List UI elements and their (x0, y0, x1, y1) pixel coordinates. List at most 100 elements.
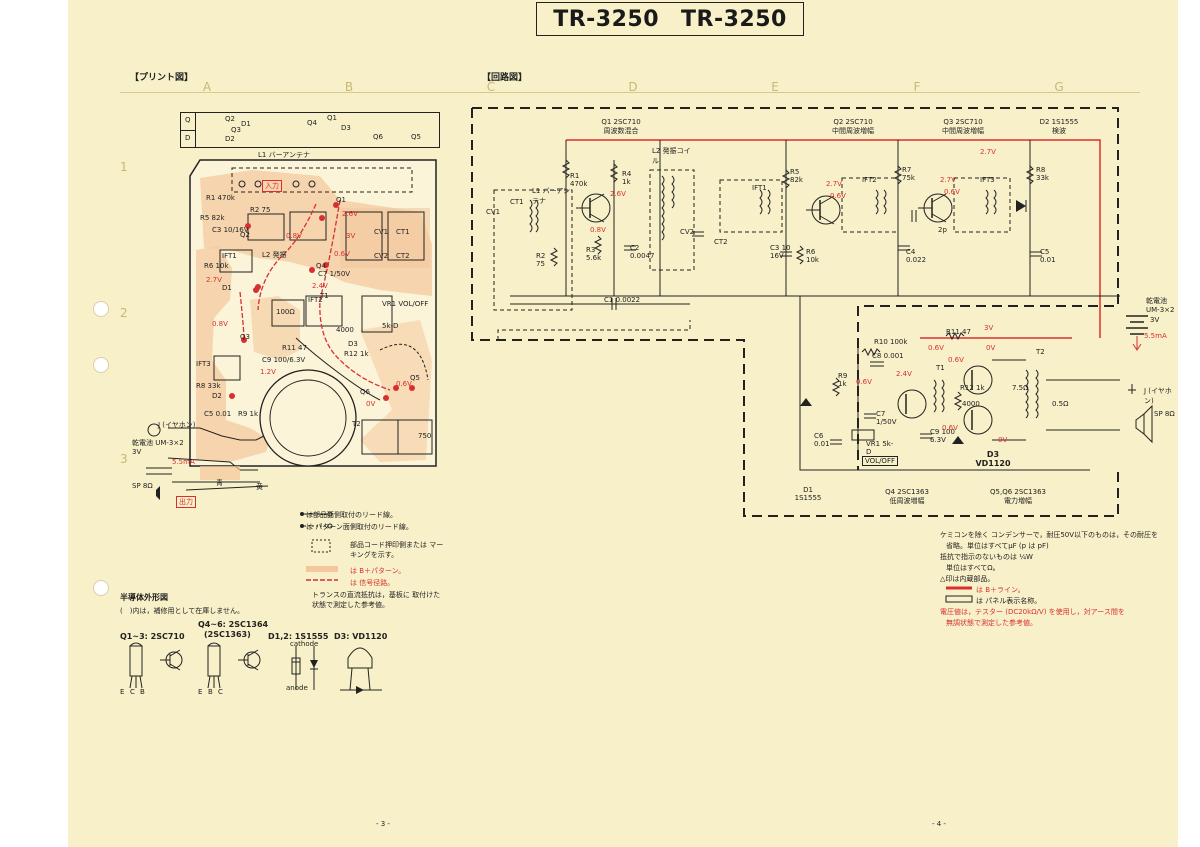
model-title-left: TR-3250 (553, 6, 659, 32)
print-label: IFT1 (222, 252, 237, 260)
sch-d3-name: D3 (986, 450, 1000, 459)
grid-col-g: G (1054, 80, 1064, 94)
print-label: R1 470k (206, 194, 235, 202)
sch-volt: 0.8V (590, 226, 606, 234)
semi-pin: C (130, 688, 135, 696)
print-notes-symbols (300, 511, 338, 581)
print-label: CT2 (396, 252, 410, 260)
sch-comp: CT2 (714, 238, 728, 246)
sch-d3-block: D3 VD1120 (968, 450, 1018, 468)
print-label: R9 1k (238, 410, 259, 418)
sch-volt: 2.4V (896, 370, 912, 378)
sch-comp: R5 82k (790, 168, 803, 184)
print-volt: 0V (366, 400, 376, 408)
print-label: R8 33k (196, 382, 221, 390)
sch-comp: R8 33k (1036, 166, 1049, 182)
sch-q1-part: 2SC710 (613, 118, 641, 126)
print-label: R12 1k (344, 350, 369, 358)
print-label: 750 (418, 432, 432, 440)
grid-col-c: C (486, 80, 496, 94)
sch-d2-part: 1S1555 (1051, 118, 1079, 126)
qd-item: Q6 (373, 133, 383, 141)
grid-col-e: E (771, 80, 779, 94)
qd-item: Q4 (307, 119, 317, 127)
semi-q4-6-alt: (2SC1363) (204, 630, 251, 639)
sch-comp: R10 100k (874, 338, 908, 346)
print-section-title: 【プリント図】 (130, 73, 194, 83)
sch-volt: 0V (986, 344, 996, 352)
sch-l2: L2 発振コイル (652, 147, 691, 165)
print-label: C9 100/6.3V (262, 356, 306, 364)
print-label: C7 1/50V (318, 270, 351, 278)
sch-q4-name: Q4 (885, 488, 896, 496)
print-volt: 0.6V (396, 380, 412, 388)
sch-comp: IFT2 (862, 176, 877, 184)
sch-note: 電圧値は，テスター (DC20kΩ/V) を使用し，対アース間を (940, 608, 1125, 616)
sch-note: 無調状態で測定した参考値。 (946, 619, 1037, 627)
sch-volt: 3V (984, 324, 994, 332)
sch-note: は B＋ライン。 (976, 586, 1025, 594)
print-label: VR1 VOL/OFF (382, 300, 429, 308)
print-note: は部品面側取付のリード線。 (306, 511, 397, 519)
print-battery-label: 乾電池 UM-3×2 3V (132, 439, 184, 456)
print-volt: 0.6V (334, 250, 350, 258)
grid-col-b: B (344, 80, 354, 94)
print-note: は 信号径路。 (350, 579, 395, 587)
print-note: トランスの直流抵抗は，基板に 取付けた状態で測定した参考値。 (312, 591, 441, 609)
sch-volt: 0V (998, 436, 1008, 444)
print-label: L2 発振 (262, 251, 287, 259)
sch-note: は パネル表示名称。 (976, 597, 1042, 605)
qd-item: D1 (241, 120, 251, 128)
sch-comp: C2 0.0047 (630, 244, 655, 260)
qd-item: Q5 (411, 133, 421, 141)
sch-comp: 2p (938, 226, 947, 234)
semi-pin: B (208, 688, 213, 696)
sch-d1-part: 1S1555 (794, 494, 822, 502)
print-label: Q5 (410, 374, 420, 382)
sch-comp: T1 (936, 364, 945, 372)
print-label: 5k-D (382, 322, 399, 330)
binder-hole (93, 357, 109, 373)
sch-comp: R4 1k (622, 170, 632, 186)
print-label: T2 (352, 420, 361, 428)
print-volt: 0.8V (286, 232, 302, 240)
print-wire-yellow: 黄 (256, 483, 263, 491)
print-label: Q1 (336, 196, 346, 204)
qd-item: D3 (341, 124, 351, 132)
print-volt: 0.8V (212, 320, 228, 328)
print-current-label: 5.5mA (172, 458, 195, 466)
sch-comp: C4 0.022 (906, 248, 927, 264)
sch-comp: C9 100 6.3V (930, 428, 955, 444)
print-label: C5 0.01 (204, 410, 232, 418)
print-volt: 2.7V (206, 276, 222, 284)
print-label: CV2 (374, 252, 389, 260)
model-title-box: TR-3250 TR-3250 (536, 2, 804, 36)
print-speaker-label: SP 8Ω (132, 482, 153, 490)
sch-battery-current: 5.5mA (1144, 332, 1167, 340)
sch-comp: CV2 (680, 228, 695, 236)
sch-l1: L1 バーアンテナ (532, 187, 571, 205)
circuit-section-title: 【回路図】 (482, 73, 528, 83)
sch-note: 省略。単位はすべてμF (p は pF) (946, 542, 1049, 550)
sch-q56-name: Q5,Q6 (990, 488, 1013, 496)
sch-comp: R11 47 (946, 328, 971, 336)
semi-d12: D1,2: 1S1555 (268, 632, 329, 641)
print-label: Q4 (316, 262, 326, 270)
qd-item: Q3 (231, 126, 241, 134)
model-title-right: TR-3250 (681, 6, 787, 32)
semi-pin: B (140, 688, 145, 696)
sch-battery-volt: 3V (1150, 316, 1160, 324)
semi-anode: anode (286, 684, 308, 692)
print-label: Q3 (240, 333, 250, 341)
print-label: R2 75 (250, 206, 271, 214)
print-volt: 2.6V (342, 210, 358, 218)
print-label: R11 47 (282, 344, 307, 352)
sch-q4-desc: 低周波増幅 (889, 497, 925, 505)
grid-row-3: 3 (120, 452, 128, 466)
sch-comp: R1 470k (570, 172, 588, 188)
sch-volt: 2.7V (826, 180, 842, 188)
print-label: D3 (348, 340, 358, 348)
sch-volt: 2.7V (980, 148, 996, 156)
sch-q3-block: Q3 2SC710 中間周波増幅 (928, 118, 998, 136)
